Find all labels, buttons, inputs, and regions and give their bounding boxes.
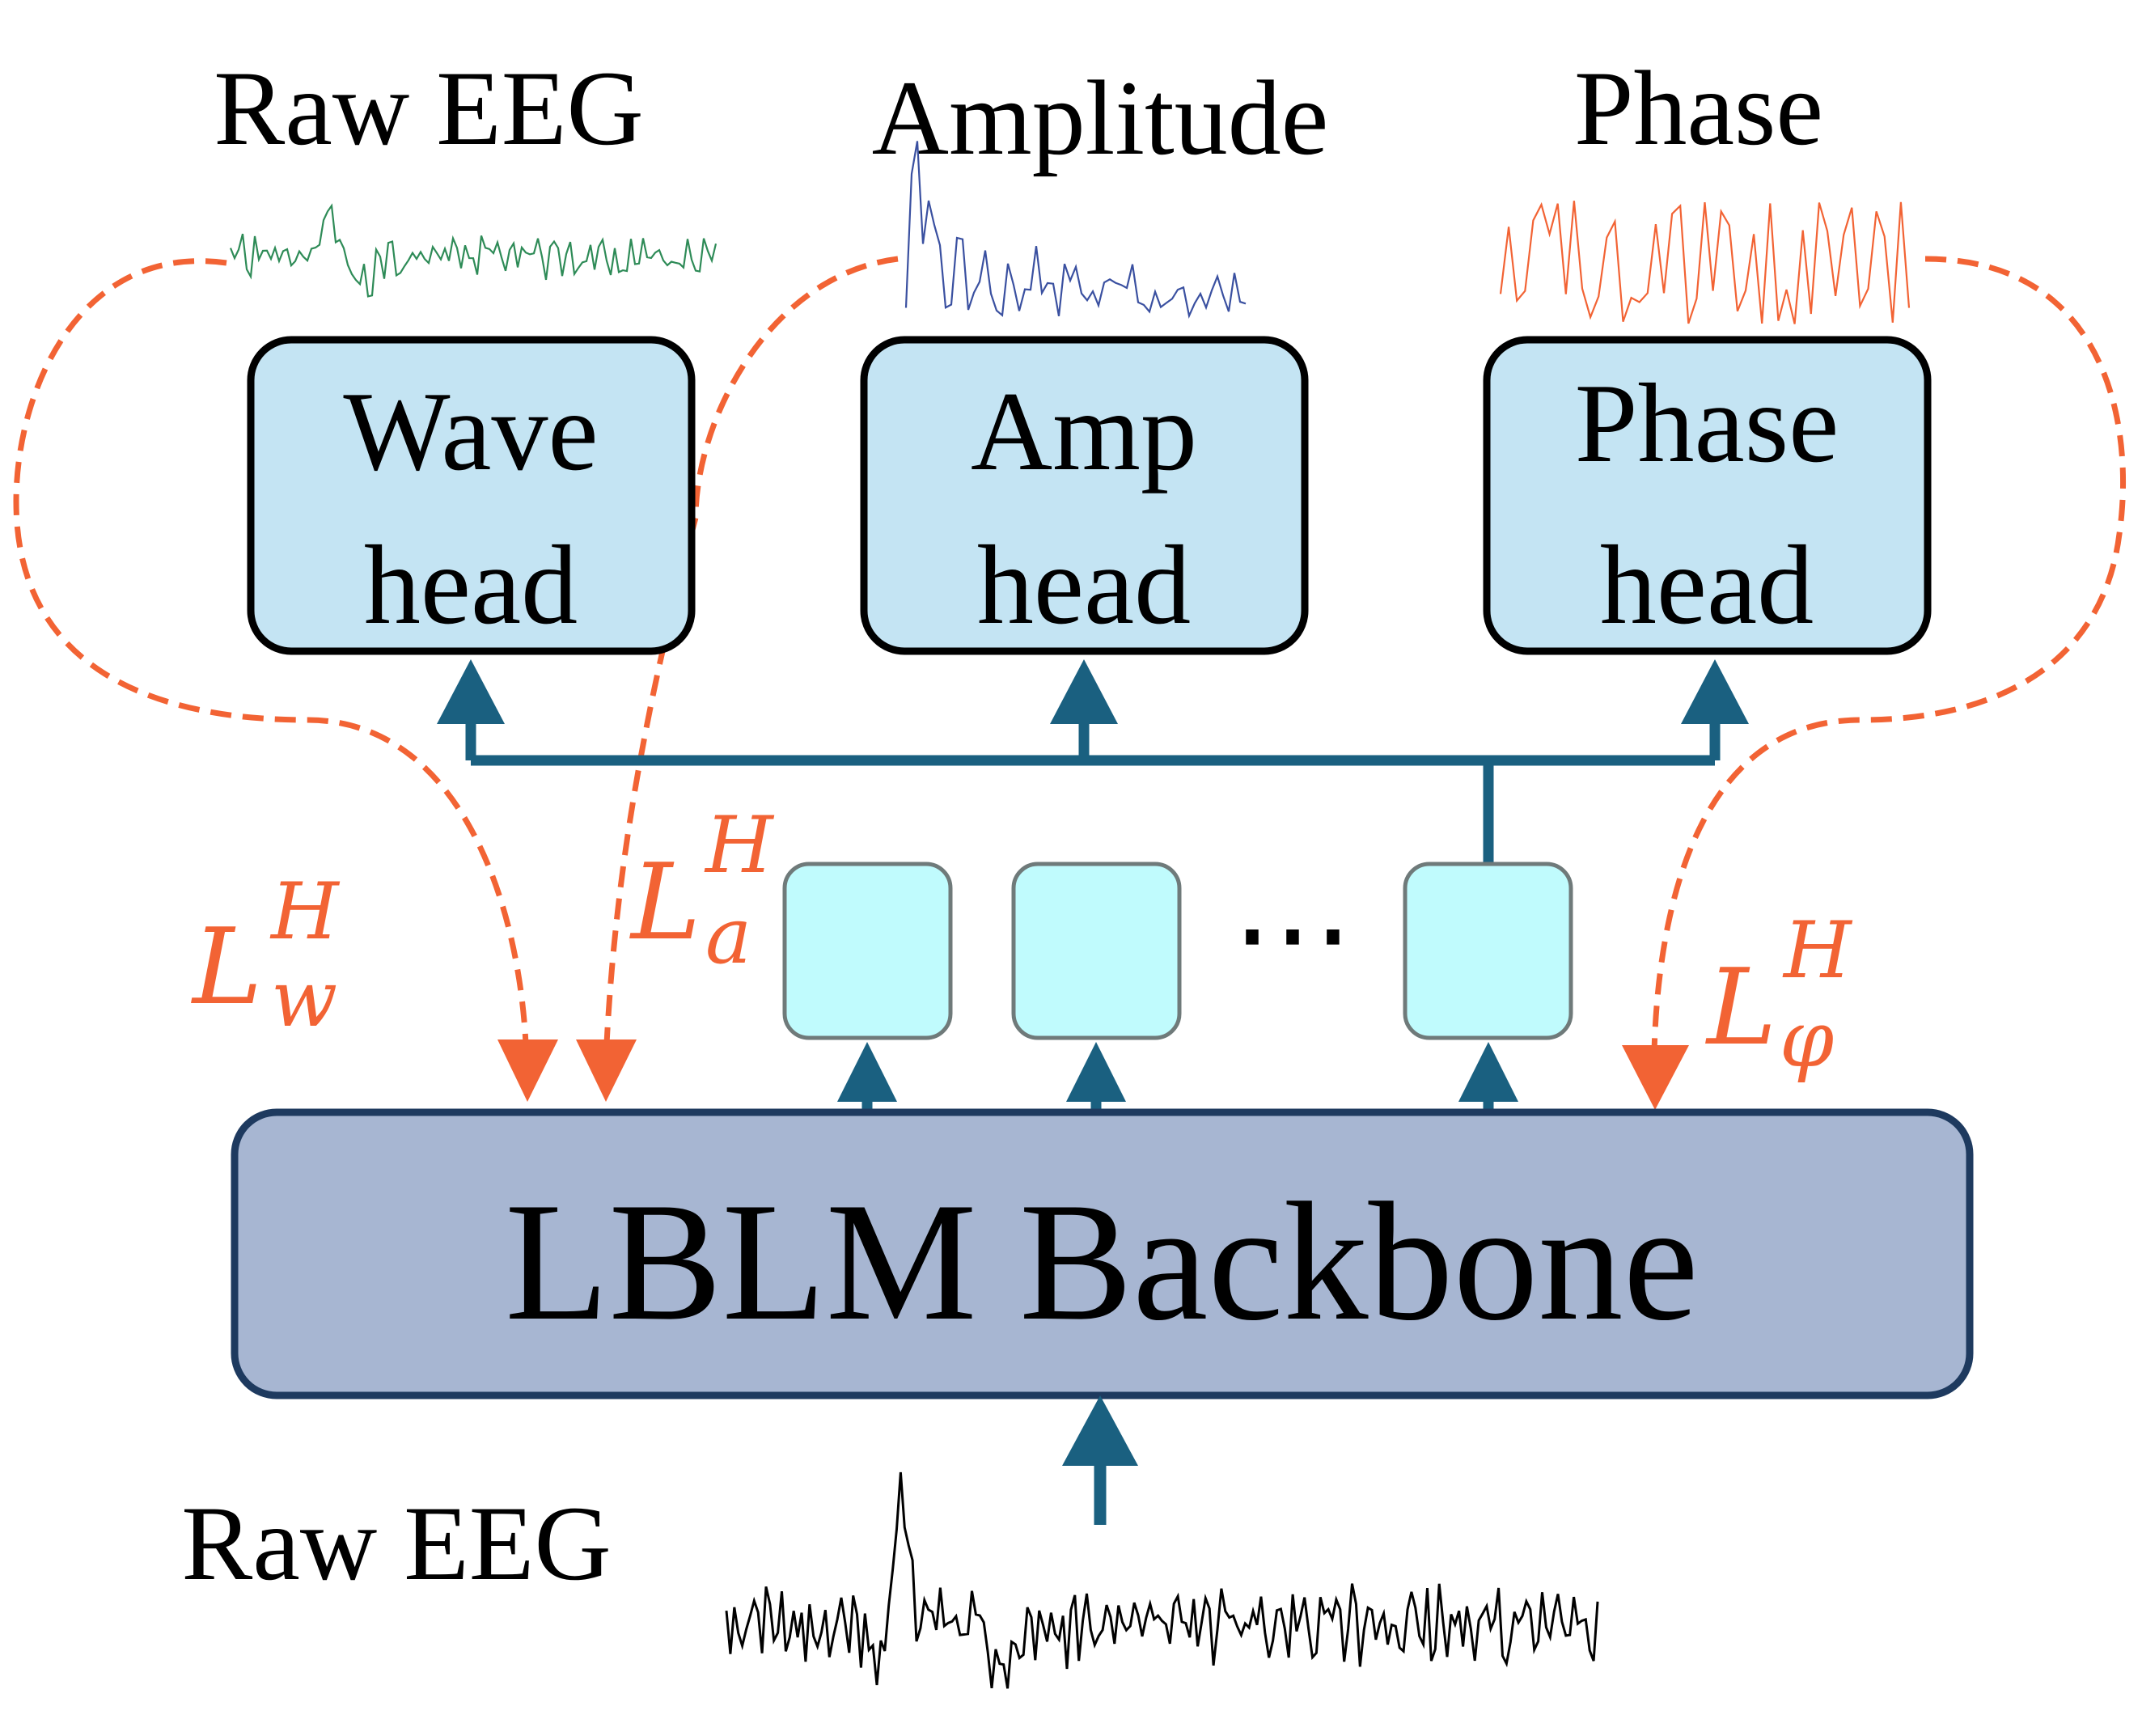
loss-wave-sub: w <box>271 954 337 1044</box>
loss-wave-sup: H <box>269 866 341 957</box>
loss-amp-base: L <box>629 840 701 963</box>
phase-head-line2: head <box>1600 523 1814 648</box>
wave-loss-arrowhead <box>497 1039 558 1102</box>
phase-top-label: Phase <box>1574 49 1823 167</box>
amplitude-signal <box>904 141 1247 319</box>
token-box-1 <box>782 862 953 1040</box>
wave-head-line1: Wave <box>343 369 598 494</box>
amp-head-line2: head <box>977 523 1191 648</box>
amp-head-rect <box>860 336 1309 655</box>
backbone-label: LBLM Backbone <box>505 1168 1699 1356</box>
backbone-rect <box>231 1108 1974 1399</box>
loss-wave-base: L <box>191 905 262 1028</box>
loss-paths <box>13 256 2126 1052</box>
amp-head-line1: Amp <box>971 369 1197 494</box>
phase-loss-path <box>1651 256 2126 1052</box>
loss-amp-sub: a <box>705 891 751 981</box>
wave-head-rect <box>247 336 696 655</box>
raw-eeg-signal-small <box>229 203 718 298</box>
input-arrow-head <box>1062 1395 1138 1466</box>
token-arrow-2-head <box>1066 1042 1126 1102</box>
wave-head-box: Wave head <box>247 336 696 655</box>
phase-signal <box>1499 201 1911 324</box>
loss-label-wave: L H w <box>191 866 341 1044</box>
loss-phase-sup: H <box>1782 905 1853 996</box>
raw-eeg-top-label: Raw EEG <box>214 49 644 167</box>
loss-phase-base: L <box>1705 946 1776 1069</box>
amp-loss-arrowhead <box>576 1039 637 1102</box>
amp-loss-path <box>603 256 899 1044</box>
token-arrows <box>837 1042 1518 1112</box>
amp-head-arrowhead <box>1050 659 1118 724</box>
backbone-box: LBLM Backbone <box>231 1108 1974 1399</box>
wave-head-line2: head <box>364 523 578 648</box>
wave-loss-path <box>13 258 529 1044</box>
phase-head-box: Phase head <box>1483 336 1932 655</box>
phase-loss-arrowhead <box>1622 1045 1689 1110</box>
loss-arrowheads <box>497 1039 1689 1110</box>
token-boxes: ⋯ <box>782 862 1573 1040</box>
loss-label-amp: L H a <box>629 800 775 981</box>
token-arrow-n-head <box>1458 1042 1518 1102</box>
head-arrowheads <box>437 659 1749 724</box>
raw-eeg-bottom-label: Raw EEG <box>181 1484 612 1603</box>
amp-head-box: Amp head <box>860 336 1309 655</box>
token-arrow-1-head <box>837 1042 897 1102</box>
wave-head-arrowhead <box>437 659 505 724</box>
phase-head-arrowhead <box>1681 659 1749 724</box>
phase-head-line1: Phase <box>1575 361 1839 486</box>
loss-label-phase: L H φ <box>1705 905 1853 1085</box>
token-box-n <box>1403 862 1573 1040</box>
raw-eeg-signal-bottom <box>725 1471 1599 1689</box>
loss-phase-sub: φ <box>1780 994 1834 1085</box>
phase-head-rect <box>1483 336 1932 655</box>
token-ellipsis: ⋯ <box>1232 867 1353 1001</box>
loss-amp-sup: H <box>704 800 775 891</box>
amplitude-top-label: Amplitude <box>872 58 1329 177</box>
token-box-2 <box>1011 862 1182 1040</box>
